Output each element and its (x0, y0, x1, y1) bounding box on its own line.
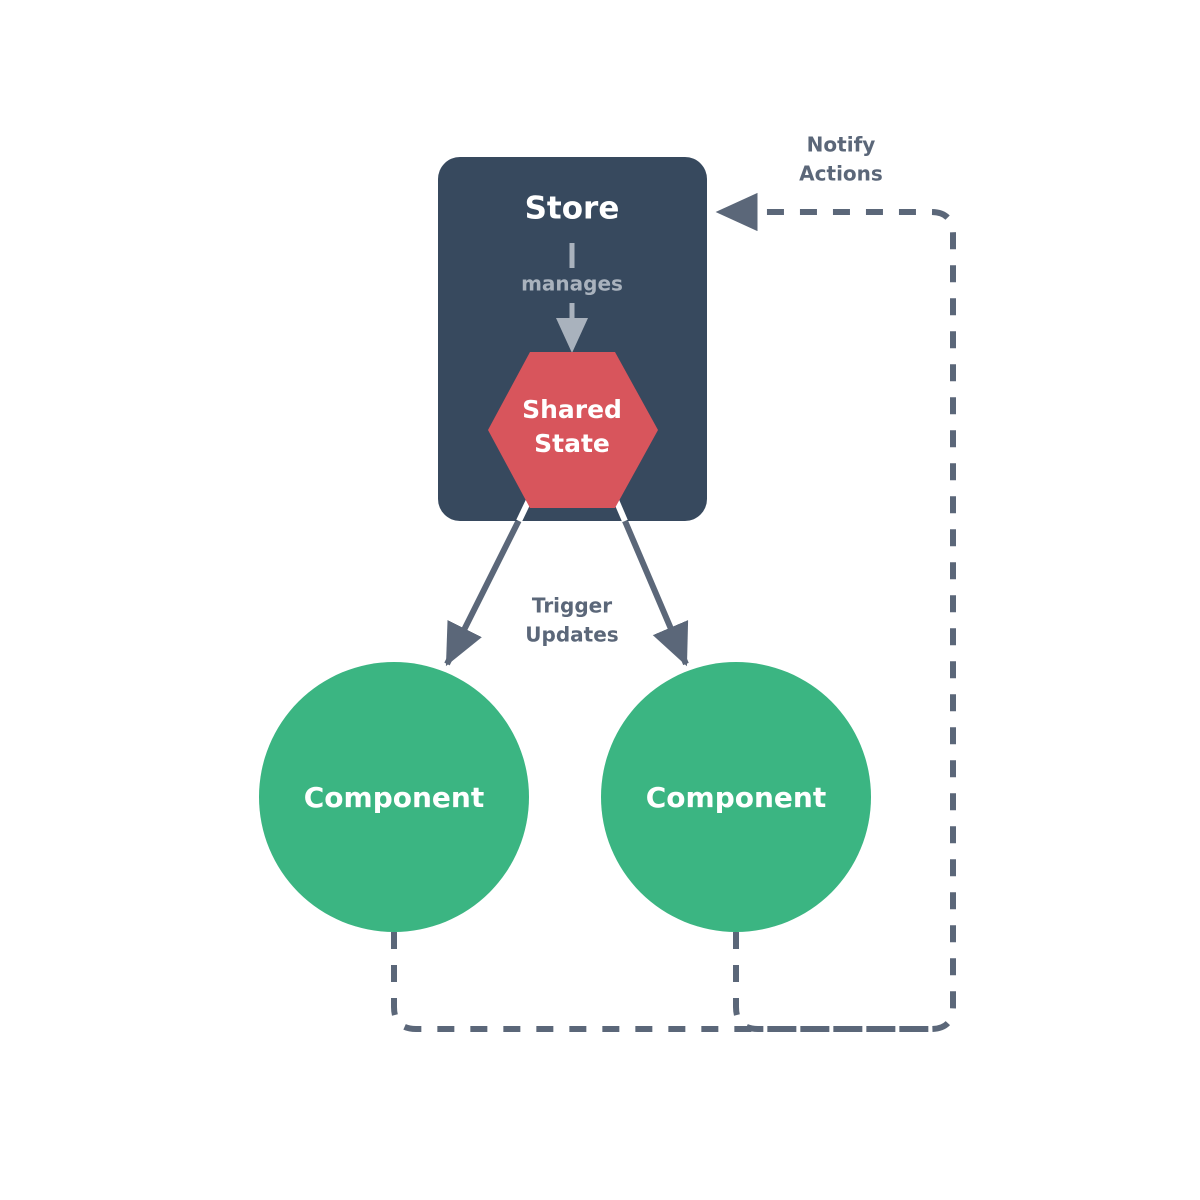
store-label: Store (525, 191, 620, 227)
shared-state-hexagon[interactable] (488, 352, 658, 508)
shared-state-label-line1: Shared (522, 395, 622, 424)
component-right-circle[interactable] (601, 662, 871, 932)
edge-notify-actions (391, 192, 956, 1032)
shared-state-label-line2: State (534, 429, 610, 458)
trigger-updates-arrow-left (444, 498, 532, 667)
notify-actions-label-line2: Actions (799, 162, 883, 186)
trigger-updates-label-line2: Updates (525, 623, 618, 647)
edge-trigger-updates (444, 498, 689, 667)
notify-actions-path-left (391, 192, 956, 1032)
stub-right (613, 498, 628, 523)
notify-actions-path-right (733, 932, 940, 1032)
manages-label: manages (521, 272, 623, 296)
trigger-updates-arrow-right (613, 498, 689, 667)
notify-actions-label-line1: Notify (807, 133, 876, 157)
component-left-circle[interactable] (259, 662, 529, 932)
component-left-label: Component (304, 781, 484, 814)
stub-left (516, 498, 532, 523)
trigger-updates-label-line1: Trigger (532, 594, 612, 618)
trigger-updates-stubs-inside-store (516, 498, 628, 523)
component-right-label: Component (646, 781, 826, 814)
